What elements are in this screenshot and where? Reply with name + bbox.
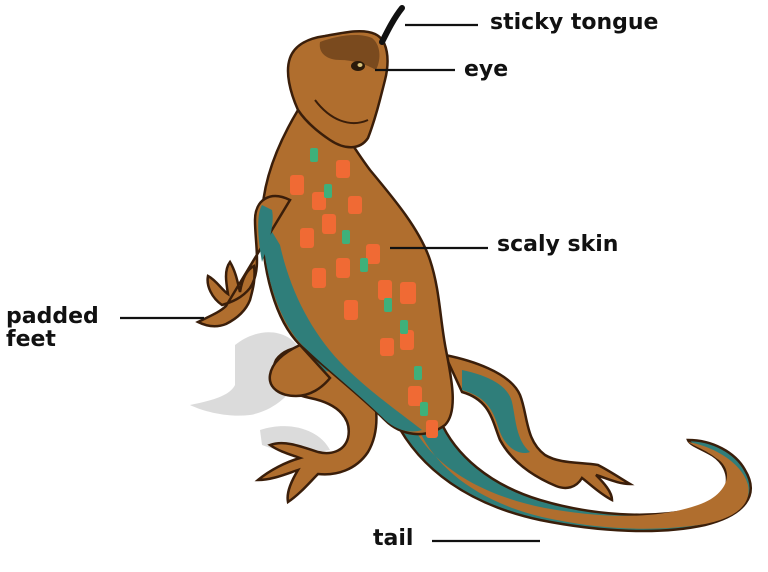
eye-highlight bbox=[358, 63, 363, 67]
label-scaly-skin: scaly skin bbox=[497, 233, 618, 256]
label-padded-feet-line1: padded bbox=[6, 305, 99, 328]
label-sticky-tongue: sticky tongue bbox=[490, 11, 658, 34]
sticky-tongue-icon bbox=[382, 8, 402, 42]
label-tail: tail bbox=[373, 527, 413, 550]
label-padded-feet: padded feet bbox=[6, 305, 99, 351]
label-eye: eye bbox=[464, 58, 508, 81]
label-padded-feet-line2: feet bbox=[6, 328, 99, 351]
